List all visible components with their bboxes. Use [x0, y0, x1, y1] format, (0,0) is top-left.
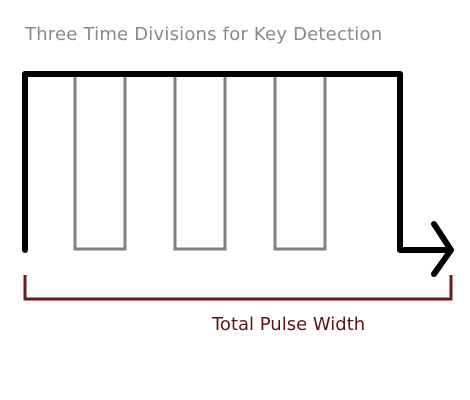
pulse-width-bracket	[23, 275, 453, 301]
time-division-3	[273, 74, 327, 251]
time-division-1	[73, 74, 127, 251]
pulse-outline	[22, 71, 451, 253]
time-division-2	[173, 74, 227, 251]
time-divisions	[73, 74, 327, 251]
total-pulse-width-label: Total Pulse Width	[212, 314, 366, 335]
arrow-head-icon	[431, 221, 454, 277]
diagram-title: Three Time Divisions for Key Detection	[25, 24, 383, 45]
